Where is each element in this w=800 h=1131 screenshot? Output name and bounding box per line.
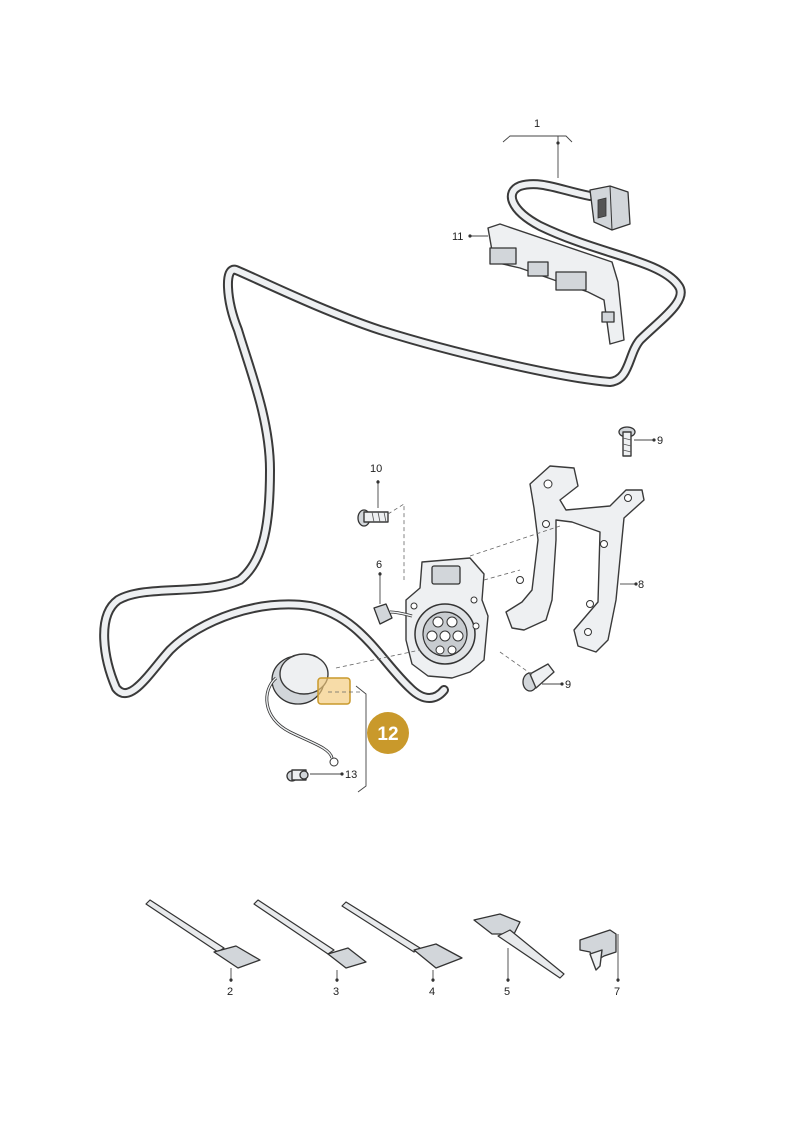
alignment-lines bbox=[328, 503, 561, 693]
leader-lines bbox=[310, 135, 656, 793]
callout-6: 6 bbox=[376, 559, 382, 571]
screw-bottom[interactable] bbox=[522, 663, 555, 692]
wiring-harness[interactable] bbox=[99, 179, 686, 703]
callout-7: 7 bbox=[614, 986, 620, 998]
charging-cap[interactable] bbox=[265, 653, 339, 767]
bolt[interactable] bbox=[286, 769, 309, 782]
plug-connector[interactable] bbox=[373, 603, 413, 625]
callout-3: 3 bbox=[333, 986, 339, 998]
highlight-badge-12[interactable]: 12 bbox=[367, 712, 409, 754]
callout-9-top: 9 bbox=[657, 435, 663, 447]
callout-1: 1 bbox=[534, 118, 540, 130]
screw-top-right[interactable] bbox=[618, 426, 636, 457]
callout-11: 11 bbox=[452, 231, 463, 243]
callout-10: 10 bbox=[370, 463, 382, 475]
callout-9-bottom: 9 bbox=[565, 679, 571, 691]
harness-bracket[interactable] bbox=[487, 223, 625, 345]
harness-connector bbox=[589, 185, 631, 231]
cable-tie-3[interactable] bbox=[253, 899, 367, 982]
clip-7[interactable] bbox=[579, 929, 620, 982]
cable-tie-5[interactable] bbox=[473, 913, 565, 982]
cable-tie-4[interactable] bbox=[341, 901, 463, 982]
callout-5: 5 bbox=[504, 986, 510, 998]
cable-tie-2[interactable] bbox=[145, 899, 261, 982]
callout-4: 4 bbox=[429, 986, 435, 998]
callout-2: 2 bbox=[227, 986, 233, 998]
callout-labels: 1 11 9 10 6 8 9 13 2 3 4 5 7 bbox=[227, 118, 663, 998]
callout-13: 13 bbox=[345, 769, 357, 781]
callout-8: 8 bbox=[638, 579, 644, 591]
mounting-bracket[interactable] bbox=[505, 465, 645, 653]
callout-12: 12 bbox=[377, 724, 398, 745]
screw-left[interactable] bbox=[357, 509, 389, 527]
highlight-box bbox=[317, 677, 351, 705]
charging-socket[interactable] bbox=[405, 557, 489, 679]
